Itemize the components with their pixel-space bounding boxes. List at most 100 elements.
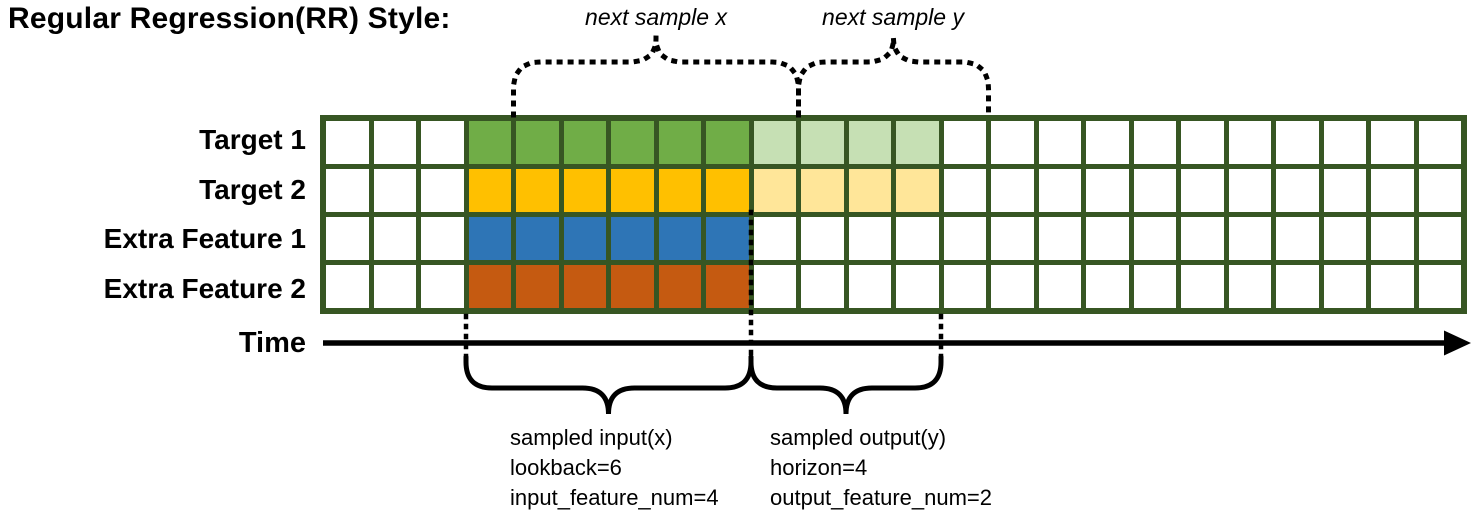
timeseries-grid: [320, 115, 1467, 314]
grid-cell: [1418, 121, 1461, 164]
grid-cell: [801, 265, 844, 308]
grid-cell: [326, 169, 369, 212]
grid-cell: [1371, 217, 1414, 260]
grid-cell: [753, 265, 796, 308]
time-axis-label: Time: [238, 327, 306, 359]
grid-cell: [1228, 121, 1271, 164]
grid-cell: [801, 169, 844, 212]
grid-cell: [848, 121, 891, 164]
horizon-value: horizon=4: [770, 455, 868, 480]
lookback-value: lookback=6: [510, 455, 622, 480]
grid-cell: [943, 169, 986, 212]
grid-cell: [943, 217, 986, 260]
grid-cell: [1418, 169, 1461, 212]
grid-cell: [658, 265, 701, 308]
grid-cell: [706, 121, 749, 164]
grid-cell: [1228, 265, 1271, 308]
grid-cell: [563, 217, 606, 260]
sampled-output-title: sampled output(y): [770, 425, 947, 450]
row-label-target-2: Target 2: [199, 173, 306, 205]
next-sample-y-brace: [796, 37, 991, 118]
row-label-extra-feature-1: Extra Feature 1: [103, 223, 306, 255]
grid-cell: [1181, 265, 1224, 308]
grid-cell: [1323, 265, 1366, 308]
grid-cell: [326, 217, 369, 260]
sampled-output-note: sampled output(y) horizon=4 output_featu…: [770, 423, 992, 513]
grid-cell: [373, 217, 416, 260]
grid-cell: [1086, 169, 1129, 212]
row-label-extra-feature-2: Extra Feature 2: [103, 273, 306, 305]
grid-cell: [753, 217, 796, 260]
grid-cell: [468, 217, 511, 260]
grid-cell: [1276, 217, 1319, 260]
grid-cell: [516, 169, 559, 212]
grid-cell: [801, 121, 844, 164]
next-sample-y-label: next sample y: [822, 4, 964, 30]
grid-cell: [1371, 169, 1414, 212]
grid-cell: [896, 121, 939, 164]
row-label-target-1: Target 1: [199, 123, 306, 155]
grid-cell: [1371, 121, 1414, 164]
grid-cell: [421, 121, 464, 164]
grid-cell: [611, 217, 654, 260]
diagram-title: Regular Regression(RR) Style:: [8, 2, 451, 35]
grid-cell: [753, 169, 796, 212]
grid-cell: [991, 121, 1034, 164]
next-sample-x-brace: [511, 37, 801, 118]
grid-cell: [1133, 265, 1176, 308]
grid-cell: [563, 169, 606, 212]
grid-cell: [1371, 265, 1414, 308]
grid-cell: [611, 121, 654, 164]
output-feature-num-value: output_feature_num=2: [770, 485, 993, 510]
grid-cell: [896, 265, 939, 308]
grid-cell: [516, 121, 559, 164]
grid-cell: [991, 217, 1034, 260]
grid-cell: [848, 265, 891, 308]
grid-cell: [1181, 169, 1224, 212]
grid-cell: [326, 121, 369, 164]
next-sample-x-label: next sample x: [585, 4, 727, 30]
grid-cell: [563, 121, 606, 164]
grid-cell: [706, 169, 749, 212]
row-labels: Target 1 Target 2 Extra Feature 1 Extra …: [0, 115, 306, 314]
grid-cell: [1418, 217, 1461, 260]
input-feature-num-value: input_feature_num=4: [510, 485, 719, 510]
grid-cell: [1133, 169, 1176, 212]
grid-cell: [1133, 121, 1176, 164]
grid-cell: [706, 265, 749, 308]
grid-cell: [611, 265, 654, 308]
grid-cell: [801, 217, 844, 260]
grid-cell: [1276, 169, 1319, 212]
grid-cell: [1323, 217, 1366, 260]
grid-cell: [658, 121, 701, 164]
grid-cell: [658, 169, 701, 212]
grid-cell: [421, 217, 464, 260]
grid-cell: [991, 265, 1034, 308]
sampled-output-brace: [748, 354, 944, 415]
grid-cell: [1418, 265, 1461, 308]
grid-cell: [468, 121, 511, 164]
grid-cell: [1086, 121, 1129, 164]
grid-cell: [468, 265, 511, 308]
grid-cell: [373, 265, 416, 308]
grid-cell: [1276, 265, 1319, 308]
grid-cell: [896, 169, 939, 212]
sampled-input-note: sampled input(x) lookback=6 input_featur…: [510, 423, 719, 513]
grid-cell: [1038, 169, 1081, 212]
grid-cell: [1038, 265, 1081, 308]
grid-cell: [658, 217, 701, 260]
grid-cell: [1086, 265, 1129, 308]
grid-cell: [1181, 217, 1224, 260]
grid-cell: [1228, 169, 1271, 212]
time-axis-arrowhead: [1444, 330, 1471, 356]
grid-cell: [1086, 217, 1129, 260]
grid-cell: [373, 169, 416, 212]
grid-cell: [943, 121, 986, 164]
grid-cell: [1276, 121, 1319, 164]
sampled-input-brace: [463, 354, 754, 415]
grid-cell: [1228, 217, 1271, 260]
grid-cell: [848, 217, 891, 260]
grid-cell: [563, 265, 606, 308]
